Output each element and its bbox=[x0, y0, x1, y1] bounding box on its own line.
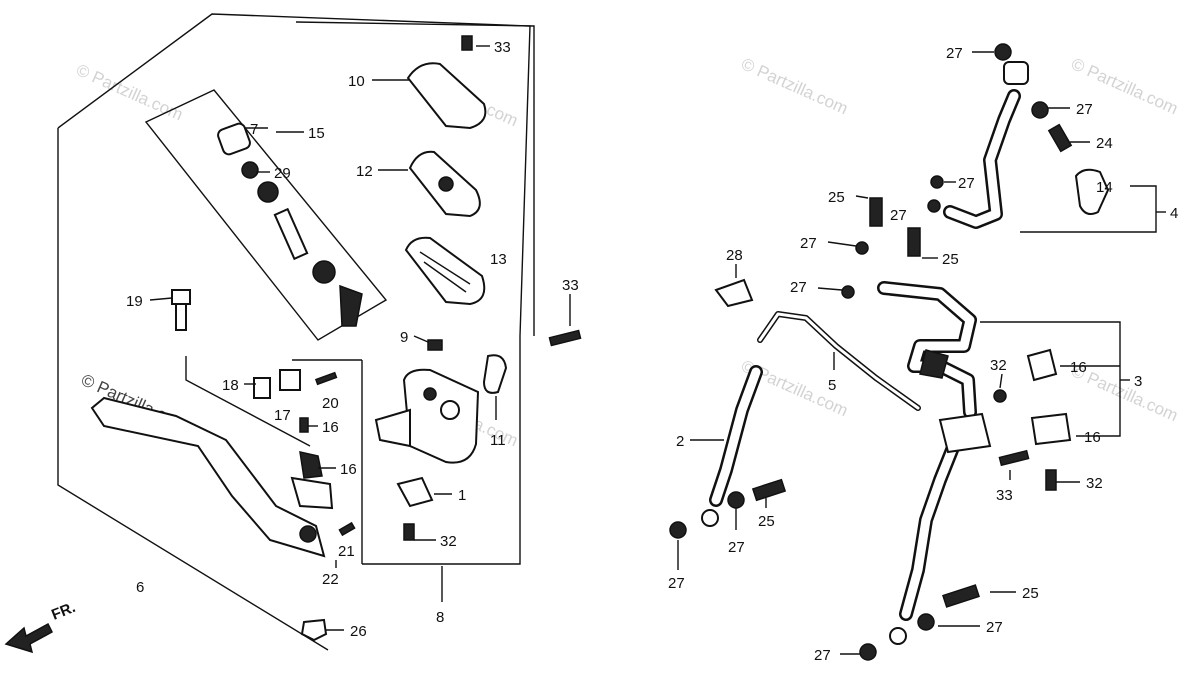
callout-28: 28 bbox=[726, 247, 743, 264]
callout-16: 16 bbox=[1084, 429, 1101, 446]
callout-16: 16 bbox=[1070, 359, 1087, 376]
callout-27: 27 bbox=[958, 175, 975, 192]
callout-5: 5 bbox=[828, 377, 836, 394]
callout-29: 29 bbox=[274, 165, 291, 182]
callout-30: 33 bbox=[494, 39, 511, 56]
callout-27: 27 bbox=[790, 279, 807, 296]
callout-32: 32 bbox=[990, 357, 1007, 374]
diaphragm bbox=[404, 236, 486, 306]
callout-25: 25 bbox=[828, 189, 845, 206]
callout-25: 25 bbox=[942, 251, 959, 268]
front-direction-arrow: FR. bbox=[4, 599, 78, 654]
callout-21: 20 bbox=[322, 395, 339, 412]
joint bbox=[938, 412, 992, 454]
master-cylinder-parts bbox=[90, 35, 508, 642]
callout-31: 32 bbox=[440, 533, 457, 550]
callout-27: 27 bbox=[814, 647, 831, 664]
callout-2: 2 bbox=[676, 433, 684, 450]
reservoir-cap bbox=[406, 62, 487, 130]
watermark: © Partzilla.com bbox=[738, 54, 850, 118]
callout-18: 17 bbox=[274, 407, 291, 424]
clip-28 bbox=[714, 278, 754, 308]
callout-13: 13 bbox=[490, 251, 507, 268]
callout-19: 16 bbox=[322, 419, 339, 436]
callout-27: 27 bbox=[946, 45, 963, 62]
master-cylinder-body bbox=[402, 368, 480, 464]
callout-14: 14 bbox=[1096, 179, 1113, 196]
callout-27: 27 bbox=[890, 207, 907, 224]
right-parts bbox=[548, 43, 1110, 661]
callout-17: 16 bbox=[340, 461, 357, 478]
callout-25: 24 bbox=[1096, 135, 1113, 152]
callout-33: 33 bbox=[996, 487, 1013, 504]
callout-27: 27 bbox=[986, 619, 1003, 636]
callout-7: 7 bbox=[250, 121, 258, 138]
callout-27: 27 bbox=[800, 235, 817, 252]
holder-14 bbox=[1074, 168, 1110, 215]
left-callouts: 33 10 12 13 9 11 1 32 8 7 15 29 19 18 20… bbox=[126, 39, 511, 640]
callout-4: 4 bbox=[1170, 205, 1178, 222]
callout-27: 27 bbox=[668, 575, 685, 592]
brake-hoses bbox=[709, 89, 1021, 621]
right-callouts: 27 27 24 14 4 27 25 27 27 25 27 28 33 16… bbox=[562, 45, 1178, 664]
callout-11: 11 bbox=[490, 432, 506, 449]
brake-lever bbox=[90, 396, 326, 558]
callout-1: 1 bbox=[458, 487, 466, 504]
callout-26: 26 bbox=[350, 623, 367, 640]
callout-12: 12 bbox=[356, 163, 373, 180]
stop-switch bbox=[396, 476, 434, 508]
watermark: © Partzilla.com bbox=[73, 60, 185, 124]
callout-15: 15 bbox=[308, 125, 325, 142]
callout-23: 22 bbox=[322, 571, 339, 588]
callout-20: 18 bbox=[222, 377, 239, 394]
callout-27: 27 bbox=[728, 539, 745, 556]
callout-32: 32 bbox=[1086, 475, 1103, 492]
callout-6: 6 bbox=[136, 579, 144, 596]
callout-10: 10 bbox=[348, 73, 365, 90]
callout-8: 8 bbox=[436, 609, 444, 626]
callout-9: 9 bbox=[400, 329, 408, 346]
callout-33: 33 bbox=[562, 277, 579, 294]
callout-25: 25 bbox=[1022, 585, 1039, 602]
holder-clamp bbox=[482, 354, 508, 394]
callout-3: 3 bbox=[1134, 373, 1142, 390]
assembly-outlines bbox=[57, 13, 535, 651]
callout-27: 27 bbox=[1076, 101, 1093, 118]
callout-24: 19 bbox=[126, 293, 143, 310]
watermarks: © Partzilla.com © Partzilla.com © Partzi… bbox=[73, 54, 1180, 450]
front-arrow-label: FR. bbox=[49, 599, 78, 624]
callout-25: 25 bbox=[758, 513, 775, 530]
callout-22: 21 bbox=[338, 543, 355, 560]
